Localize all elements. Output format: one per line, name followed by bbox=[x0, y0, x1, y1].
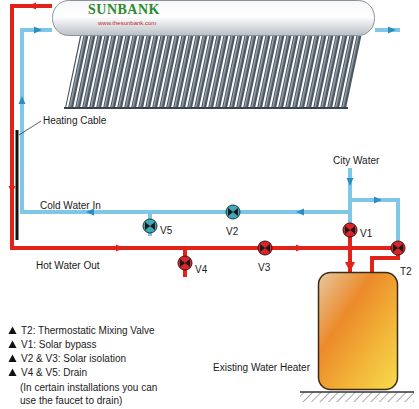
valve-symbol bbox=[226, 205, 240, 219]
legend-text: V2 & V3: Solar isolation bbox=[21, 352, 126, 365]
water-heater: Existing Water Heater bbox=[318, 272, 398, 390]
solar-tank: SUNBANK www.thesunbank.com bbox=[52, 0, 375, 36]
heater-label: Existing Water Heater bbox=[213, 362, 310, 374]
legend-item: T2: Thermostatic Mixing Valve bbox=[8, 324, 155, 337]
label-wrap: City Water bbox=[333, 150, 379, 168]
valve-label: T2 bbox=[400, 265, 412, 278]
collector-tubes bbox=[65, 36, 362, 108]
valve-label: V3 bbox=[258, 261, 270, 274]
legend-marker bbox=[8, 354, 17, 363]
valve-label: V2 bbox=[226, 225, 238, 238]
legend-text: T2: Thermostatic Mixing Valve bbox=[21, 324, 155, 337]
valve-symbol bbox=[178, 256, 192, 270]
flow-arrow bbox=[19, 27, 397, 216]
label-wrap: V1 bbox=[360, 223, 372, 241]
legend-text: V4 & V5: Drain bbox=[21, 366, 87, 379]
ground-hatch bbox=[300, 392, 414, 402]
leader-line bbox=[19, 121, 41, 135]
flow-arrow bbox=[9, 3, 305, 252]
label-wrap: T2 bbox=[400, 261, 412, 279]
legend-item: V1: Solar bypass bbox=[8, 338, 97, 351]
label-wrap: V2 bbox=[226, 221, 238, 239]
pipe-label: Heating Cable bbox=[43, 114, 106, 127]
label-wrap: Hot Water Out bbox=[36, 255, 100, 273]
valve-label: V1 bbox=[360, 227, 372, 240]
pipe-label: Cold Water In bbox=[40, 199, 101, 212]
label-wrap: V5 bbox=[160, 220, 172, 238]
valve-symbol bbox=[391, 241, 405, 255]
valve-symbol bbox=[143, 219, 157, 233]
valve-label: V5 bbox=[160, 224, 172, 237]
heater-outline bbox=[318, 272, 398, 390]
collector-manifold bbox=[64, 107, 348, 109]
cold-water-pipe bbox=[22, 30, 400, 241]
brand-logo: SUNBANK bbox=[88, 2, 160, 18]
label-wrap: V4 bbox=[195, 259, 207, 277]
ground-line bbox=[300, 391, 414, 393]
valve-symbol bbox=[343, 223, 357, 237]
legend-marker bbox=[8, 340, 17, 349]
valve-label: V4 bbox=[195, 263, 207, 276]
legend-marker bbox=[8, 326, 17, 335]
pipe-label: (In certain installations you can use th… bbox=[20, 381, 170, 407]
legend-item: V2 & V3: Solar isolation bbox=[8, 352, 126, 365]
heating-cable bbox=[16, 130, 19, 240]
website-text: www.thesunbank.com bbox=[98, 20, 156, 27]
legend-marker bbox=[8, 368, 17, 377]
legend-text: V1: Solar bypass bbox=[21, 338, 97, 351]
valve-symbol bbox=[258, 241, 272, 255]
label-wrap: (In certain installations you can use th… bbox=[20, 381, 170, 408]
label-wrap: Cold Water In bbox=[40, 195, 101, 213]
pipe-label: City Water bbox=[333, 154, 379, 167]
legend-item: V4 & V5: Drain bbox=[8, 366, 87, 379]
label-wrap: V3 bbox=[258, 257, 270, 275]
label-wrap: Heating Cable bbox=[43, 110, 106, 128]
pipe-label: Hot Water Out bbox=[36, 259, 100, 272]
